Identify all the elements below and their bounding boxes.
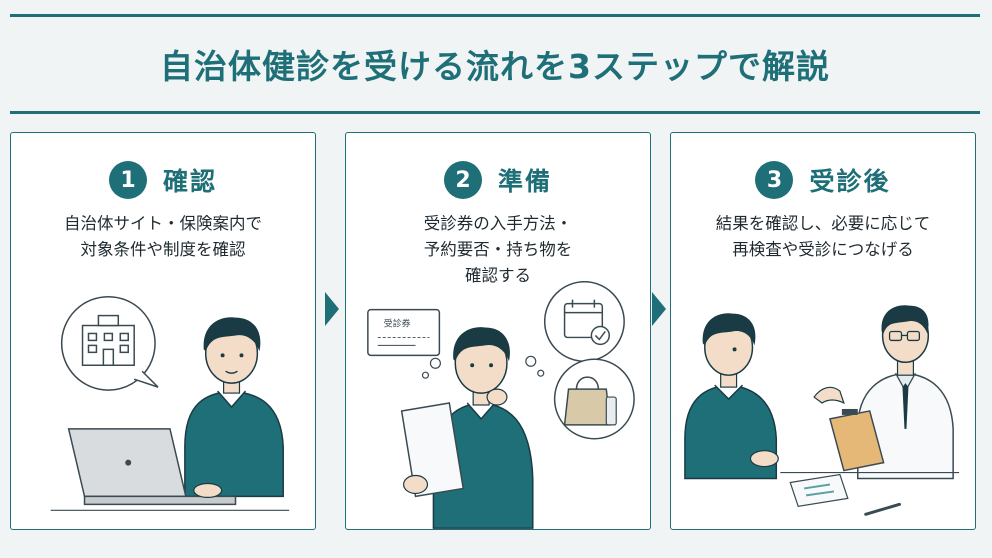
clipboard-icon: [829, 408, 885, 472]
patient: [684, 313, 779, 480]
report-sheet: [789, 473, 849, 507]
page-title: 自治体健診を受ける流れを3ステップで解説: [160, 47, 830, 86]
laptop-icon: [67, 428, 237, 506]
step-number: 1: [108, 161, 147, 199]
ticket-label: 受診券: [384, 318, 411, 330]
step-description: 受診券の入手方法・ 予約要否・持ち物を 確認する: [346, 211, 650, 289]
illustration-research: [50, 295, 290, 511]
step-header: 2 準備: [346, 161, 650, 199]
bag-bubble: [553, 358, 635, 440]
arrow-right-icon: [325, 292, 339, 326]
illustration-consultation: [684, 305, 960, 516]
step-title: 受診後: [809, 167, 891, 196]
building-icon: [81, 314, 135, 366]
person-at-laptop: [184, 317, 284, 498]
step-card-2: 2 準備 受診券の入手方法・ 予約要否・持ち物を 確認する 受診券: [345, 132, 651, 530]
step-card-3: 3 受診後 結果を確認し、必要に応じて 再検査や受診につなげる: [670, 132, 976, 530]
step-title: 準備: [497, 167, 552, 196]
person-thinking: [432, 327, 534, 529]
step-header: 1 確認: [11, 161, 315, 199]
paper-document: [400, 402, 465, 498]
description-line: 予約要否・持ち物を: [423, 240, 573, 259]
step-card-1: 1 確認 自治体サイト・保険案内で 対象条件や制度を確認: [10, 132, 316, 530]
calendar-bubble: [543, 281, 625, 363]
description-line: 結果を確認し、必要に応じて: [715, 214, 931, 233]
pen-icon: [864, 502, 901, 516]
description-line: 再検査や受診につなげる: [732, 240, 914, 259]
step-header: 3 受診後: [671, 161, 975, 199]
description-line: 自治体サイト・保険案内で: [64, 214, 262, 233]
description-line: 確認する: [465, 266, 531, 285]
ticket-icon: 受診券: [367, 308, 441, 357]
step-number: 2: [443, 161, 482, 199]
arrow-right-icon: [652, 292, 666, 326]
step-description: 自治体サイト・保険案内で 対象条件や制度を確認: [11, 211, 315, 263]
description-line: 受診券の入手方法・: [423, 214, 573, 233]
illustration-preparation: 受診券: [367, 281, 635, 529]
bag-icon: [563, 376, 617, 426]
description-line: 対象条件や制度を確認: [80, 240, 246, 259]
step-number: 3: [755, 161, 794, 199]
calendar-icon: [563, 299, 611, 346]
step-description: 結果を確認し、必要に応じて 再検査や受診につなげる: [671, 211, 975, 263]
doctor: [813, 305, 954, 480]
step-title: 確認: [162, 167, 217, 196]
title-bar: 自治体健診を受ける流れを3ステップで解説: [10, 14, 980, 114]
